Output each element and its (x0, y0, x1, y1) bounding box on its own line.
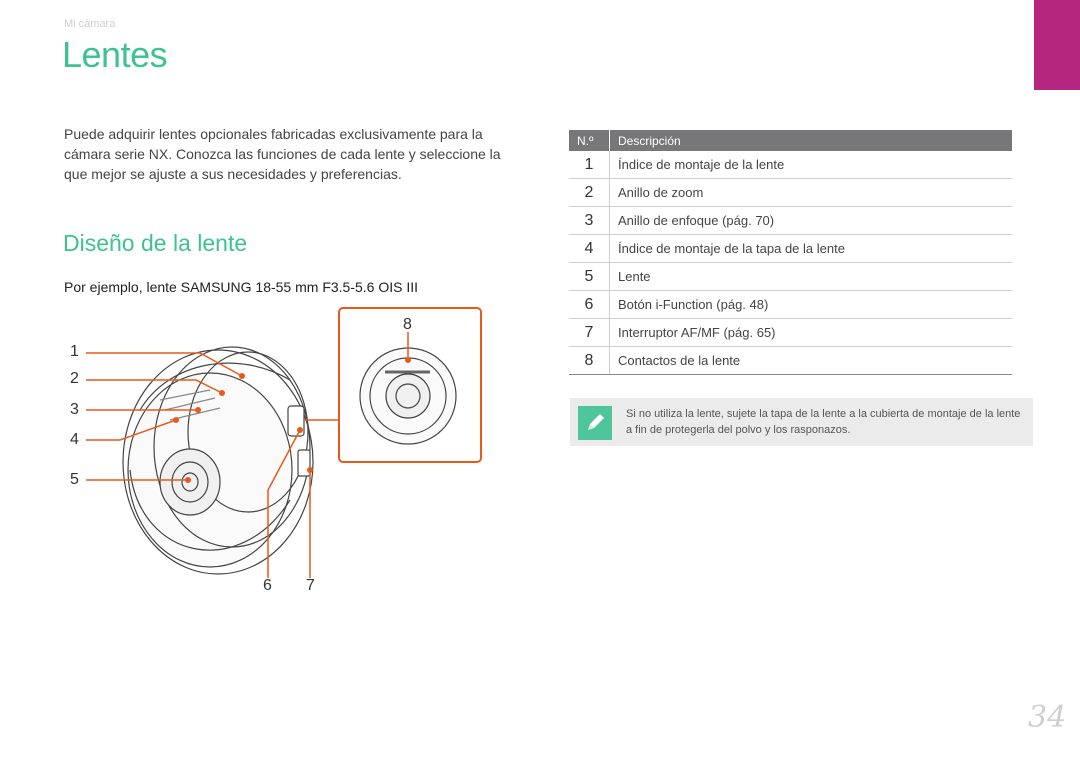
row-number: 4 (569, 234, 610, 263)
row-description: Contactos de la lente (609, 346, 1012, 375)
row-number: 3 (569, 206, 610, 235)
row-description: Anillo de enfoque (pág. 70) (609, 206, 1012, 235)
row-description: Interruptor AF/MF (pág. 65) (609, 318, 1012, 347)
table-header-row: N.º Descripción (569, 130, 1012, 151)
page-title: Lentes (62, 34, 168, 75)
callout-2: 2 (70, 370, 79, 387)
note-text: Si no utiliza la lente, sujete la tapa d… (626, 408, 1021, 436)
intro-text: Puede adquirir lentes opcionales fabrica… (64, 126, 501, 182)
callout-3: 3 (70, 401, 79, 418)
pencil-note-icon (578, 406, 612, 440)
callout-4: 4 (70, 431, 79, 448)
page-number: 34 (1028, 700, 1067, 735)
note-box: Si no utiliza la lente, sujete la tapa d… (570, 398, 1033, 446)
callout-5: 5 (70, 471, 79, 488)
callout-7: 7 (306, 577, 315, 594)
row-description: Anillo de zoom (609, 178, 1012, 207)
callout-6: 6 (263, 577, 272, 594)
column-header-description: Descripción (609, 130, 1012, 151)
row-description: Botón i-Function (pág. 48) (609, 290, 1012, 319)
row-number: 8 (569, 346, 610, 375)
row-number: 2 (569, 178, 610, 207)
rear-mount-illustration (359, 347, 457, 445)
row-description: Índice de montaje de la tapa de la lente (609, 234, 1012, 263)
callout-1: 1 (70, 343, 79, 360)
lens-example-caption: Por ejemplo, lente SAMSUNG 18-55 mm F3.5… (64, 279, 419, 295)
breadcrumb: Mi cámara (64, 18, 116, 30)
row-number: 7 (569, 318, 610, 347)
lens-diagram (86, 307, 482, 578)
column-header-number: N.º (569, 130, 610, 151)
lens-illustration (122, 346, 314, 575)
rear-mount-highlight-box (338, 307, 482, 463)
row-description: Índice de montaje de la lente (609, 151, 1012, 179)
section-title: Diseño de la lente (63, 230, 248, 256)
row-description: Lente (609, 262, 1012, 291)
row-number: 5 (569, 262, 610, 291)
row-number: 6 (569, 290, 610, 319)
row-number: 1 (569, 151, 610, 179)
chapter-side-tab[interactable] (1034, 0, 1080, 90)
callout-8: 8 (403, 316, 412, 333)
